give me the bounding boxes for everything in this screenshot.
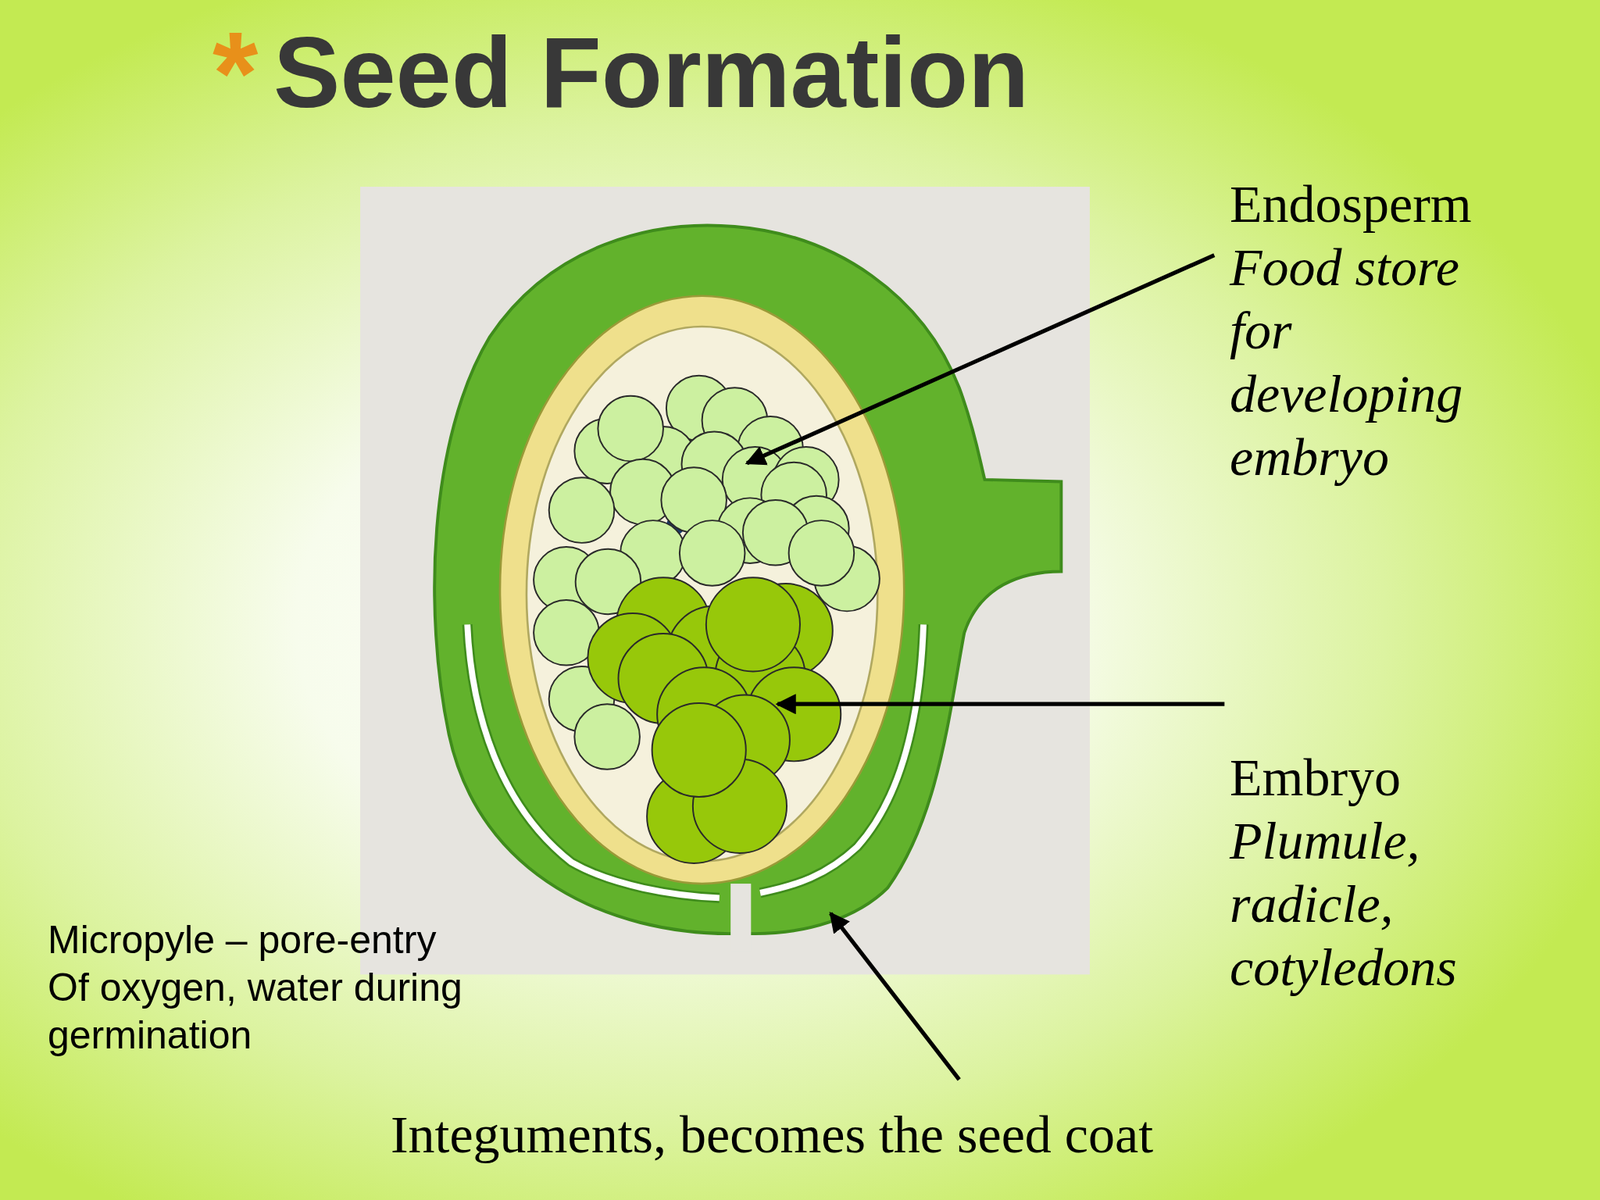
part-name: Endosperm [1229,172,1488,236]
endosperm-cell [679,520,746,586]
figure-background [360,186,1090,975]
part-description: Plumule, radicle, cotyledons [1229,809,1488,1000]
title-bullet: * [212,14,258,133]
part-name: Embryo [1229,746,1488,810]
part-description: Food store for developing embryo [1229,235,1488,490]
leader-line [746,255,1215,464]
nucellus-ring [500,296,904,884]
integument-shape [434,225,1061,935]
part-note: Integuments, becomes the seed coat [303,1103,1241,1167]
slide-title: Seed Formation [273,22,1029,123]
leader-line [830,913,960,1080]
endosperm-cell [574,703,640,770]
embryo-cell [706,577,800,672]
leader-line [777,702,1225,707]
embryo-cell [652,703,747,797]
endosperm-cell [597,396,664,462]
part-note: Micropyle – pore-entry Of oxygen, water … [47,916,476,1060]
endosperm-cell [789,520,855,586]
endosperm-cell [549,477,615,543]
micropyle-opening [730,883,751,951]
